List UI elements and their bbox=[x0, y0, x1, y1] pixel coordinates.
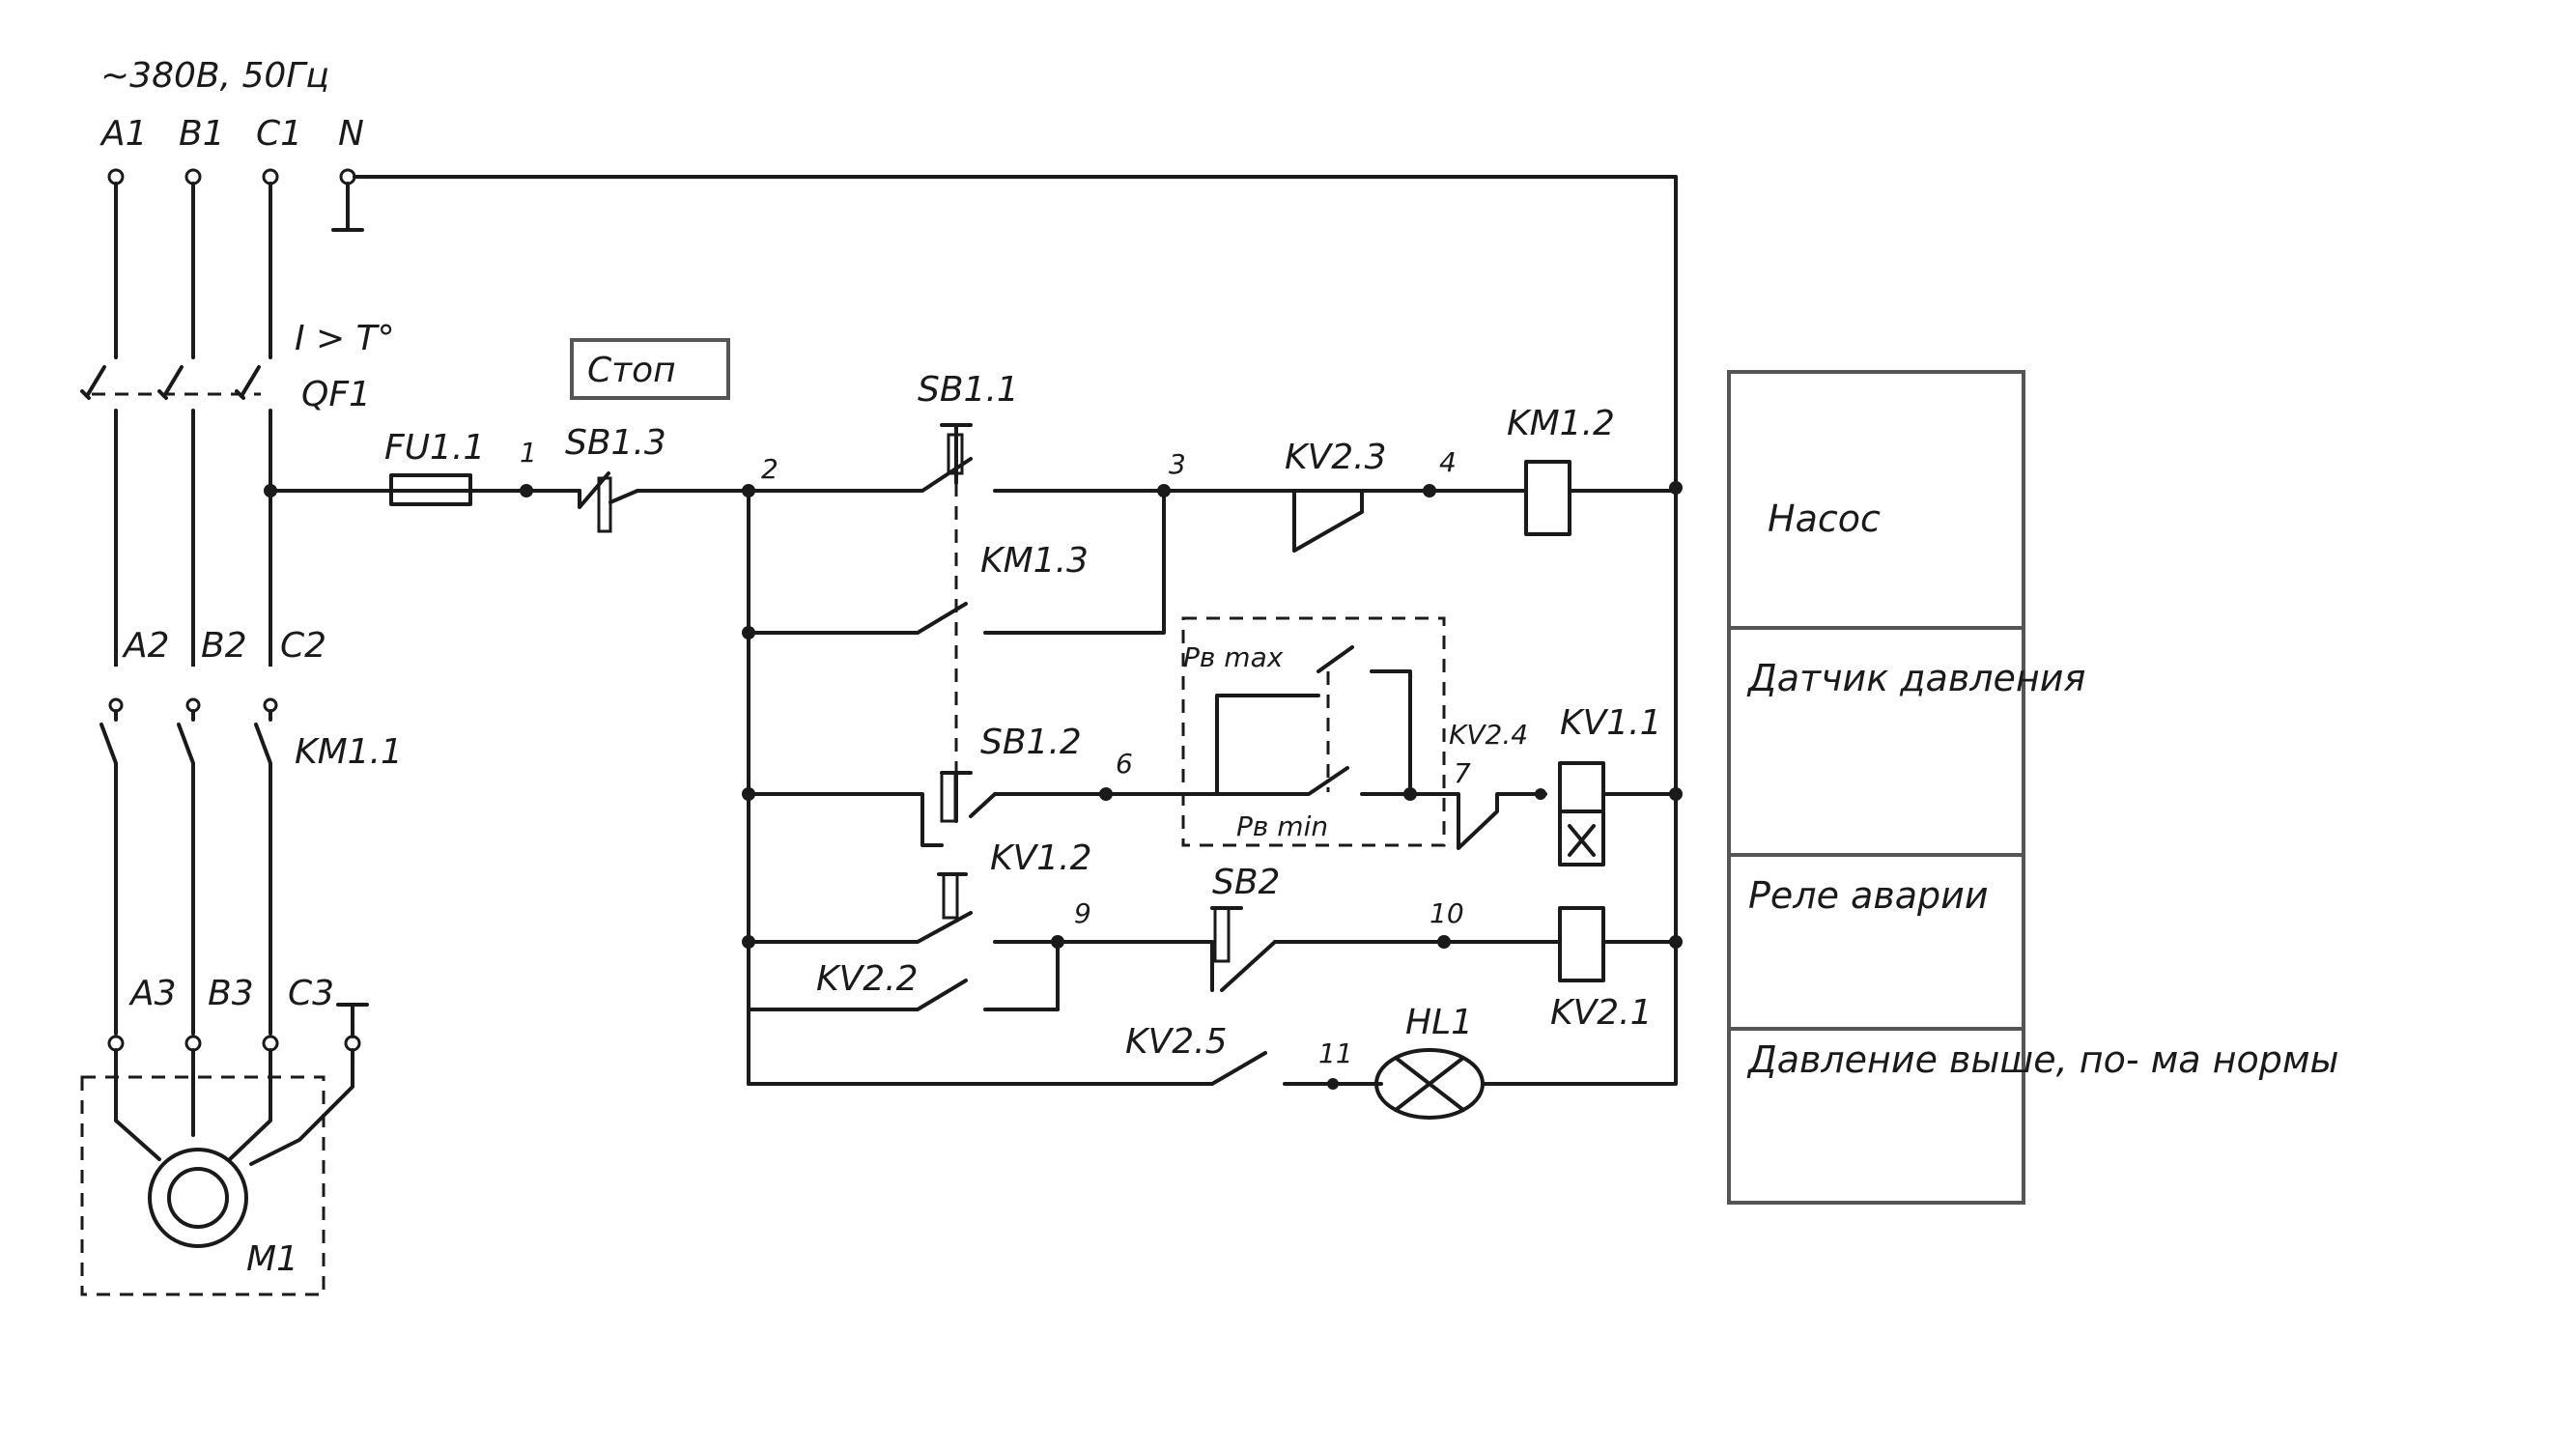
kv1-1-label: KV1.1 bbox=[1560, 703, 1662, 743]
sb1-2-label: SB1.2 bbox=[980, 723, 1082, 762]
button-sb1-1 bbox=[940, 423, 973, 485]
node-7: 7 bbox=[1454, 757, 1471, 789]
sb1-3-label: SB1.3 bbox=[565, 423, 666, 463]
node-2: 2 bbox=[761, 453, 778, 485]
node-4: 4 bbox=[1439, 446, 1457, 478]
phase-label-a2: A2 bbox=[122, 626, 170, 666]
coil-kv1-1 bbox=[1558, 761, 1678, 867]
phase-label-b2: B2 bbox=[201, 626, 247, 666]
breaker-mark: I > T° bbox=[295, 319, 395, 358]
legend-pressure-high-text: Давление выше, по- ма нормы bbox=[1746, 1038, 2339, 1081]
legend-pressure-sensor: Датчик давления bbox=[1746, 657, 2085, 699]
node-3: 3 bbox=[1169, 448, 1186, 480]
phase-label-c1: C1 bbox=[256, 114, 302, 154]
phase-label-a3: A3 bbox=[128, 974, 177, 1013]
coil-kv2-1 bbox=[1558, 906, 1605, 982]
contactor-km1-1 bbox=[97, 667, 290, 765]
button-kv1-2 bbox=[937, 872, 968, 920]
node-9: 9 bbox=[1074, 897, 1091, 929]
kv2-1-label: KV2.1 bbox=[1550, 993, 1653, 1033]
kv1-2-label: KV1.2 bbox=[990, 838, 1092, 878]
supply-terminals bbox=[107, 168, 356, 185]
contact-kv2-4 bbox=[1408, 792, 1547, 850]
phase-label-b1: B1 bbox=[179, 114, 225, 154]
phase-label-c3: C3 bbox=[288, 974, 334, 1013]
node-10: 10 bbox=[1430, 897, 1464, 929]
supply-voltage-label: ~380В, 50Гц bbox=[100, 56, 329, 96]
km1-2-label: KM1.2 bbox=[1507, 404, 1615, 443]
sb2-label: SB2 bbox=[1212, 863, 1280, 902]
motor-m1 bbox=[80, 1048, 354, 1296]
contact-kv2-3 bbox=[1292, 489, 1364, 553]
legend-pressure-sensor-text: Датчик давления bbox=[1746, 657, 2085, 699]
node-6: 6 bbox=[1116, 748, 1133, 780]
row-kv2-5 bbox=[747, 1051, 1383, 1086]
coil-km1-2 bbox=[1524, 460, 1571, 536]
button-sb1-3 bbox=[578, 471, 750, 533]
pmin-label: Pв min bbox=[1236, 810, 1328, 842]
ground-symbol bbox=[331, 182, 364, 232]
node-11: 11 bbox=[1318, 1037, 1353, 1069]
fuse-label: FU1.1 bbox=[384, 428, 485, 468]
kv2-2-label: KV2.2 bbox=[816, 959, 919, 999]
row-km1-3 bbox=[747, 489, 1166, 635]
stop-box bbox=[570, 338, 730, 400]
motor-label: M1 bbox=[246, 1239, 298, 1279]
lamp-hl1 bbox=[1374, 1048, 1485, 1120]
button-sb1-2 bbox=[940, 771, 973, 823]
neutral-line bbox=[353, 175, 1678, 490]
contactor-km1-1-label: KM1.1 bbox=[295, 732, 403, 772]
legend-panel bbox=[1727, 370, 2025, 1205]
pressure-switch-box bbox=[1181, 616, 1446, 847]
stop-label: Стоп bbox=[587, 351, 676, 390]
legend-pump: Насос bbox=[1768, 497, 1881, 540]
node-1: 1 bbox=[520, 437, 537, 469]
phase-label-a1: A1 bbox=[99, 114, 148, 154]
phase-label-b3: B3 bbox=[208, 974, 254, 1013]
phase-label-c2: C2 bbox=[280, 626, 326, 666]
button-sb2 bbox=[1210, 906, 1277, 992]
km1-3-label: KM1.3 bbox=[980, 541, 1089, 581]
hl1-label: HL1 bbox=[1405, 1003, 1473, 1042]
phase-label-n: N bbox=[338, 114, 364, 154]
kv2-3-label: KV2.3 bbox=[1285, 438, 1387, 477]
kv2-5-label: KV2.5 bbox=[1125, 1022, 1228, 1062]
legend-alarm-relay: Реле аварии bbox=[1748, 874, 1989, 917]
pmax-label: Pв max bbox=[1183, 641, 1284, 673]
breaker-label: QF1 bbox=[301, 375, 371, 414]
legend-pressure-high: Давление выше, по- ма нормы bbox=[1746, 1038, 2339, 1081]
kv2-4-label: KV2.4 bbox=[1449, 719, 1528, 751]
sb1-1-label: SB1.1 bbox=[918, 370, 1019, 410]
